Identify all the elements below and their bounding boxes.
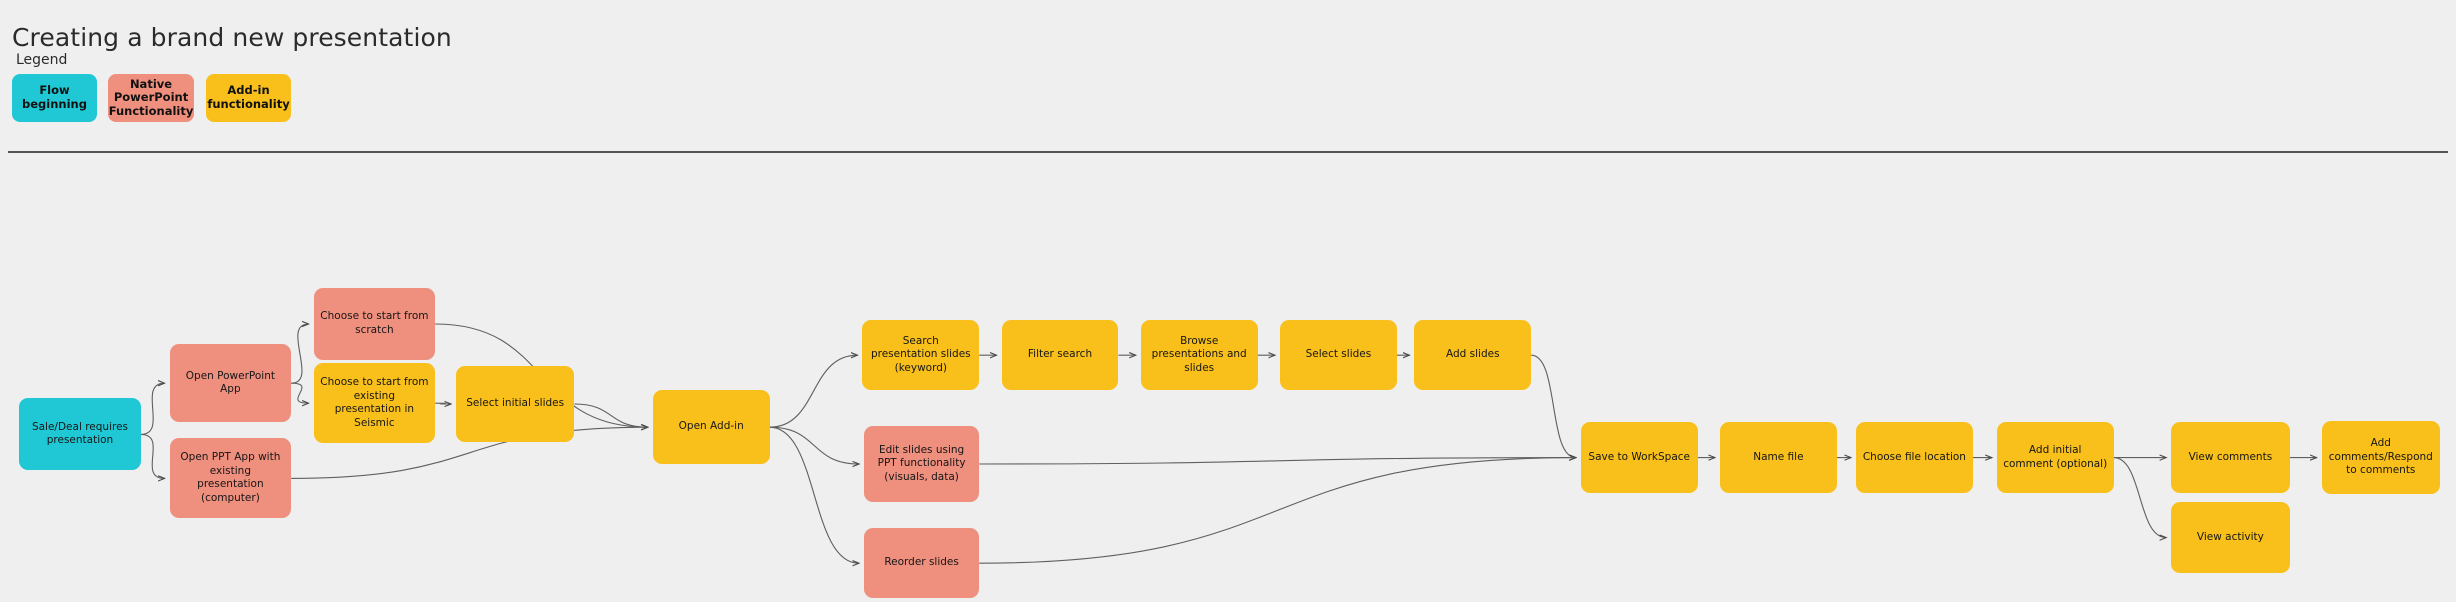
flow-node-add-slides[interactable]: Add slides [1414, 320, 1532, 391]
flow-node-choose-location[interactable]: Choose file location [1856, 422, 1973, 493]
legend-item-add-in-functionality: Add-in functionality [206, 74, 291, 122]
flow-edge-open-addin-to-search-slides [769, 355, 858, 428]
flow-edge-start-to-open-ppt-app [140, 383, 165, 435]
flow-edge-add-comment-to-view-activity [2113, 457, 2167, 538]
flow-node-open-ppt-existing[interactable]: Open PPT App with existing presentation … [169, 438, 292, 519]
flow-node-edit-slides[interactable]: Edit slides using PPT functionality (vis… [864, 425, 980, 503]
flow-node-filter-search[interactable]: Filter search [1001, 320, 1119, 391]
flow-edge-edit-slides-to-save-workspace [979, 458, 1576, 465]
flow-node-name-file[interactable]: Name file [1720, 422, 1837, 493]
flow-node-browse[interactable]: Browse presentations and slides [1140, 320, 1258, 391]
flow-edge-select-initial-to-open-addin [574, 403, 647, 427]
flow-edge-start-to-open-ppt-existing [140, 433, 165, 478]
flow-node-add-respond[interactable]: Add comments/Respond to comments [2321, 420, 2440, 495]
flow-node-select-slides[interactable]: Select slides [1280, 320, 1397, 391]
flow-node-start-existing[interactable]: Choose to start from existing presentati… [313, 363, 436, 444]
flow-node-view-comments[interactable]: View comments [2171, 422, 2290, 493]
header-divider [8, 151, 2448, 153]
flow-node-view-activity[interactable]: View activity [2171, 502, 2290, 573]
flow-edge-add-slides-to-save-workspace [1531, 354, 1576, 457]
flow-edge-start-existing-to-select-initial [435, 403, 451, 404]
page-title: Creating a brand new presentation [12, 22, 452, 52]
flow-edge-open-addin-to-reorder-slides [769, 426, 859, 563]
legend-item-native-powerpoint-functionality: Native PowerPoint Functionality [108, 74, 194, 122]
flow-node-open-addin[interactable]: Open Add-in [652, 390, 770, 464]
flow-node-select-initial[interactable]: Select initial slides [456, 366, 575, 442]
legend-label: Legend [16, 52, 68, 68]
flow-edge-open-ppt-app-to-start-existing [291, 382, 308, 403]
legend-item-flow-beginning: Flow beginning [12, 74, 97, 122]
flow-node-search-slides[interactable]: Search presentation slides (keyword) [862, 320, 980, 391]
flow-node-start-scratch[interactable]: Choose to start from scratch [313, 288, 436, 360]
flow-edge-open-ppt-app-to-start-scratch [291, 324, 308, 384]
flow-node-reorder-slides[interactable]: Reorder slides [864, 528, 980, 599]
flow-edge-open-addin-to-edit-slides [769, 426, 859, 464]
flow-edge-reorder-slides-to-save-workspace [979, 458, 1576, 564]
flow-node-save-workspace[interactable]: Save to WorkSpace [1580, 422, 1698, 493]
flow-node-start[interactable]: Sale/Deal requires presentation [19, 398, 141, 471]
flow-node-open-ppt-app[interactable]: Open PowerPoint App [169, 344, 292, 423]
flow-node-add-comment[interactable]: Add initial comment (optional) [1996, 422, 2114, 493]
